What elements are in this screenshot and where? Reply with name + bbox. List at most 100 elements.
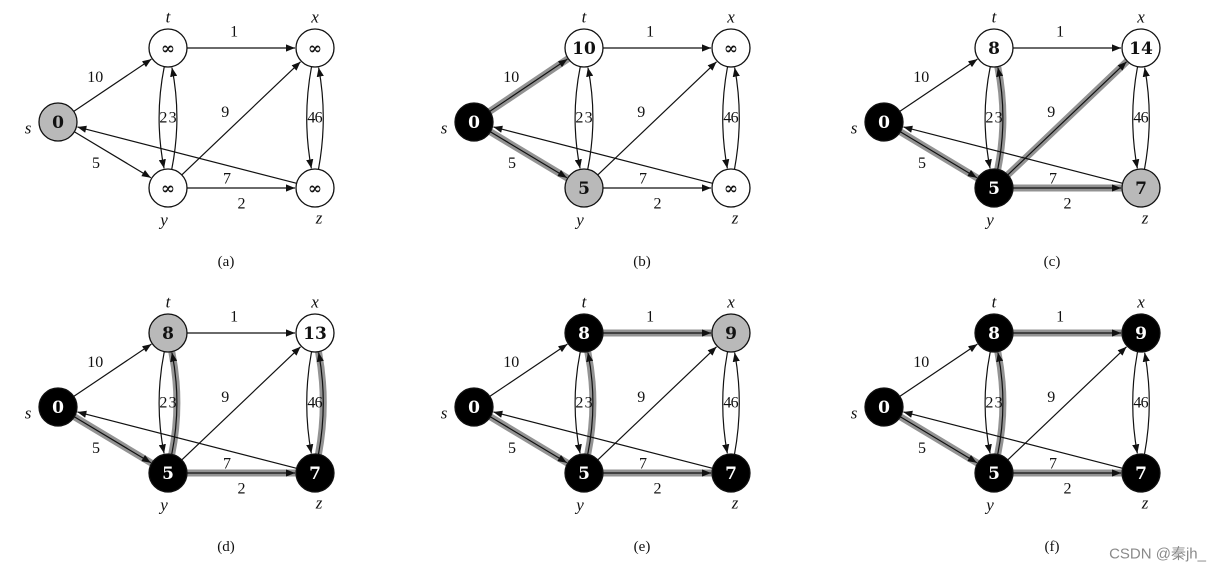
- vertex-name-label: s: [441, 119, 448, 138]
- edge-weight-label: 5: [508, 440, 516, 457]
- vertex-y: [564, 168, 604, 208]
- edge-arrow: [493, 410, 713, 469]
- vertex-x: [711, 313, 751, 353]
- edge-weight-label: 2: [159, 395, 167, 412]
- vertex-name-label: z: [1141, 209, 1149, 228]
- edge-arrow: [996, 67, 1004, 170]
- vertex-distance-label: 0: [468, 113, 480, 133]
- edge-arrow: [732, 352, 740, 455]
- vertex-z: [711, 453, 751, 493]
- vertex-s: [864, 102, 904, 142]
- vertex-s: [864, 387, 904, 427]
- edge-weight-label: 7: [639, 455, 647, 472]
- edge-arrow: [722, 351, 730, 454]
- edge-weight-label: 1: [1056, 24, 1064, 41]
- vertex-s: [454, 387, 494, 427]
- panel-caption: (b): [633, 254, 651, 270]
- vertex-z: [295, 453, 335, 493]
- edge-weight-label: 6: [1141, 110, 1149, 127]
- edge-arrow: [489, 131, 568, 179]
- vertex-distance-label: 7: [1135, 179, 1147, 199]
- vertex-t: [564, 313, 604, 353]
- edge-weight-label: 9: [637, 389, 645, 406]
- vertex-x: [295, 313, 335, 353]
- edge-weight-label: 4: [307, 395, 315, 412]
- edge-arrow: [899, 343, 978, 397]
- vertex-z: [1121, 453, 1161, 493]
- edge-weight-label: 10: [87, 354, 103, 371]
- vertex-x: [1121, 313, 1161, 353]
- edge-arrow: [597, 61, 717, 176]
- vertex-distance-label: 14: [1129, 39, 1153, 59]
- vertex-name-label: x: [310, 8, 319, 27]
- edge-arrow: [489, 416, 568, 464]
- vertex-distance-label: ∞: [308, 39, 322, 59]
- edge-weight-label: 4: [1133, 110, 1141, 127]
- vertex-distance-label: ∞: [724, 39, 738, 59]
- vertex-name-label: z: [315, 494, 323, 513]
- vertex-y: [148, 453, 188, 493]
- edge-arrow: [170, 352, 178, 455]
- edge-arrow: [1132, 66, 1140, 169]
- vertex-z: [1121, 168, 1161, 208]
- vertex-distance-label: 9: [1135, 324, 1147, 344]
- vertex-t: [148, 313, 188, 353]
- panel-caption: (d): [217, 539, 235, 555]
- edge-arrow: [1132, 351, 1140, 454]
- edge-arrow: [899, 416, 978, 464]
- vertex-distance-label: 8: [578, 324, 590, 344]
- edge-weight-label: 3: [169, 395, 177, 412]
- panel-caption: (e): [634, 539, 651, 555]
- vertex-y: [148, 168, 188, 208]
- edge-weight-label: 6: [731, 110, 739, 127]
- vertex-distance-label: 0: [878, 398, 890, 418]
- edge-weight-label: 1: [646, 309, 654, 326]
- edge-weight-label: 10: [503, 354, 519, 371]
- edge-weight-label: 6: [1141, 395, 1149, 412]
- edge-weight-label: 7: [223, 170, 231, 187]
- vertex-name-label: z: [315, 209, 323, 228]
- vertex-distance-label: ∞: [161, 179, 175, 199]
- vertex-name-label: x: [310, 293, 319, 312]
- vertex-name-label: t: [992, 8, 998, 27]
- edge-weight-label: 1: [230, 309, 238, 326]
- edge-arrow: [316, 352, 324, 455]
- vertex-name-label: x: [726, 293, 735, 312]
- vertex-name-label: z: [1141, 494, 1149, 513]
- vertex-t: [974, 313, 1014, 353]
- vertex-name-label: s: [851, 404, 858, 423]
- vertex-name-label: y: [984, 496, 994, 515]
- edge-weight-label: 3: [995, 110, 1003, 127]
- edge-arrow: [903, 410, 1123, 469]
- edge-weight-label: 5: [918, 440, 926, 457]
- vertex-y: [974, 453, 1014, 493]
- vertex-s: [454, 102, 494, 142]
- vertex-name-label: t: [992, 293, 998, 312]
- edge-weight-label: 5: [92, 440, 100, 457]
- edge-weight-label: 5: [508, 155, 516, 172]
- edge-arrow: [732, 67, 740, 170]
- edge-weight-label: 10: [913, 69, 929, 86]
- vertex-distance-label: 5: [578, 179, 590, 199]
- vertex-distance-label: 9: [725, 324, 737, 344]
- vertex-name-label: x: [726, 8, 735, 27]
- vertex-distance-label: 7: [309, 464, 321, 484]
- vertex-name-label: s: [851, 119, 858, 138]
- vertex-name-label: y: [574, 496, 584, 515]
- vertex-distance-label: 0: [52, 113, 64, 133]
- panel-caption: (f): [1045, 539, 1060, 555]
- panel-caption: (c): [1044, 254, 1061, 270]
- edge-weight-label: 4: [723, 110, 731, 127]
- vertex-z: [295, 168, 335, 208]
- vertex-distance-label: ∞: [161, 39, 175, 59]
- vertex-name-label: z: [731, 209, 739, 228]
- edge-weight-label: 2: [1064, 481, 1072, 498]
- vertex-x: [711, 28, 751, 68]
- edge-weight-label: 3: [585, 395, 593, 412]
- vertex-y: [564, 453, 604, 493]
- edge-arrow: [181, 346, 301, 461]
- edge-weight-label: 2: [575, 395, 583, 412]
